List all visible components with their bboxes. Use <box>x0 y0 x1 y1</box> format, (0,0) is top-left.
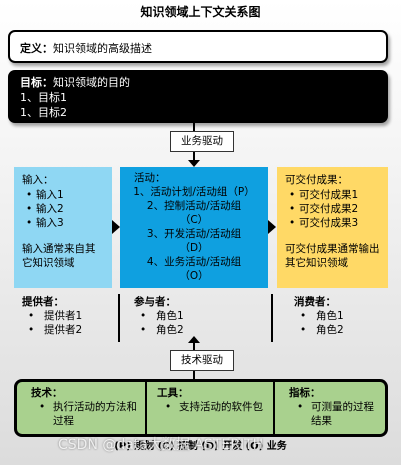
deliverables-note: 可交付成果通常输出其它知识领域 <box>285 243 380 269</box>
activity-item: 2、控制活动/活动组（C） <box>146 200 242 226</box>
role-divider <box>271 294 273 342</box>
techniques-tools-metrics-box: 技术： 执行活动的方法和过程 工具： 支持活动的软件包 指标： 可测量的过程结果 <box>14 379 388 437</box>
input-item: 输入3 <box>22 216 104 230</box>
business-driver-arrowhead <box>188 160 200 167</box>
goal-item: 1、目标2 <box>20 106 67 119</box>
definition-label: 定义： <box>20 42 53 55</box>
supplier-item: 提供者1 <box>22 309 117 323</box>
inputs-to-activities-arrow <box>112 220 120 234</box>
inputs-note: 输入通常来自其它知识领域 <box>22 243 96 269</box>
supplier-item: 提供者2 <box>22 323 117 337</box>
participant-item: 角色1 <box>134 309 254 323</box>
goal-text: 知识领域的目的 <box>53 76 130 89</box>
tools-section: 工具： 支持活动的软件包 <box>157 386 267 414</box>
input-item: 输入2 <box>22 202 104 216</box>
activities-to-deliverables-arrow <box>268 220 276 234</box>
metric-item: 可测量的过程结果 <box>289 400 379 428</box>
suppliers-label: 提供者： <box>22 296 64 308</box>
business-driver-label: 业务驱动 <box>170 131 234 152</box>
activities-label: 活动： <box>134 172 166 184</box>
bottom-divider <box>145 382 147 434</box>
metrics-label: 指标： <box>289 387 321 399</box>
techniques-label: 技术： <box>31 387 63 399</box>
role-divider <box>118 294 120 342</box>
participants-label: 参与者： <box>134 296 176 308</box>
activity-item: 4、业务活动/活动组（O） <box>146 256 242 282</box>
suppliers-section: 提供者： 提供者1 提供者2 <box>22 295 117 337</box>
watermark: CSDN @data大数据 ASTERITH <box>58 437 264 453</box>
tech-driver-label: 技术驱动 <box>170 350 234 371</box>
consumer-item: 角色2 <box>294 323 389 337</box>
technique-item: 执行活动的方法和过程 <box>31 400 141 428</box>
deliverable-item: 可交付成果2 <box>285 202 380 216</box>
bottom-divider <box>273 382 275 434</box>
consumers-section: 消费者： 角色1 角色2 <box>294 295 389 337</box>
activities-box: 活动： 1、活动计划/活动组（P） 2、控制活动/活动组（C） 3、开发活动/活… <box>120 167 268 288</box>
metrics-section: 指标： 可测量的过程结果 <box>289 386 379 428</box>
activity-item: 1、活动计划/活动组（P） <box>133 186 255 198</box>
participant-item: 角色2 <box>134 323 254 337</box>
tools-label: 工具： <box>157 387 189 399</box>
inputs-box: 输入： 输入1 输入2 输入3 输入通常来自其它知识领域 <box>14 167 112 288</box>
tech-driver-arrowhead <box>188 336 200 343</box>
input-item: 输入1 <box>22 188 104 202</box>
deliverable-item: 可交付成果1 <box>285 188 380 202</box>
deliverable-item: 可交付成果3 <box>285 216 380 230</box>
deliverables-label: 可交付成果： <box>285 174 348 186</box>
goal-label: 目标： <box>20 76 53 89</box>
techniques-section: 技术： 执行活动的方法和过程 <box>31 386 141 428</box>
consumers-label: 消费者： <box>294 296 336 308</box>
participants-section: 参与者： 角色1 角色2 <box>134 295 254 337</box>
definition-text: 知识领域的高级描述 <box>53 42 152 55</box>
diagram-title: 知识领域上下文关系图 <box>140 5 261 19</box>
tool-item: 支持活动的软件包 <box>157 400 267 414</box>
legend-footer: (P) 规划 (C) 控制 (D) 开发 (O) 业务 <box>114 441 287 452</box>
consumer-item: 角色1 <box>294 309 389 323</box>
inputs-label: 输入： <box>22 174 54 186</box>
goal-box: 目标：知识领域的目的 1、目标1 1、目标2 <box>8 70 388 123</box>
activity-item: 3、开发活动/活动组（D） <box>146 228 242 254</box>
definition-box: 定义：知识领域的高级描述 <box>8 30 388 63</box>
goal-item: 1、目标1 <box>20 91 67 104</box>
deliverables-box: 可交付成果： 可交付成果1 可交付成果2 可交付成果3 可交付成果通常输出其它知… <box>277 167 388 288</box>
